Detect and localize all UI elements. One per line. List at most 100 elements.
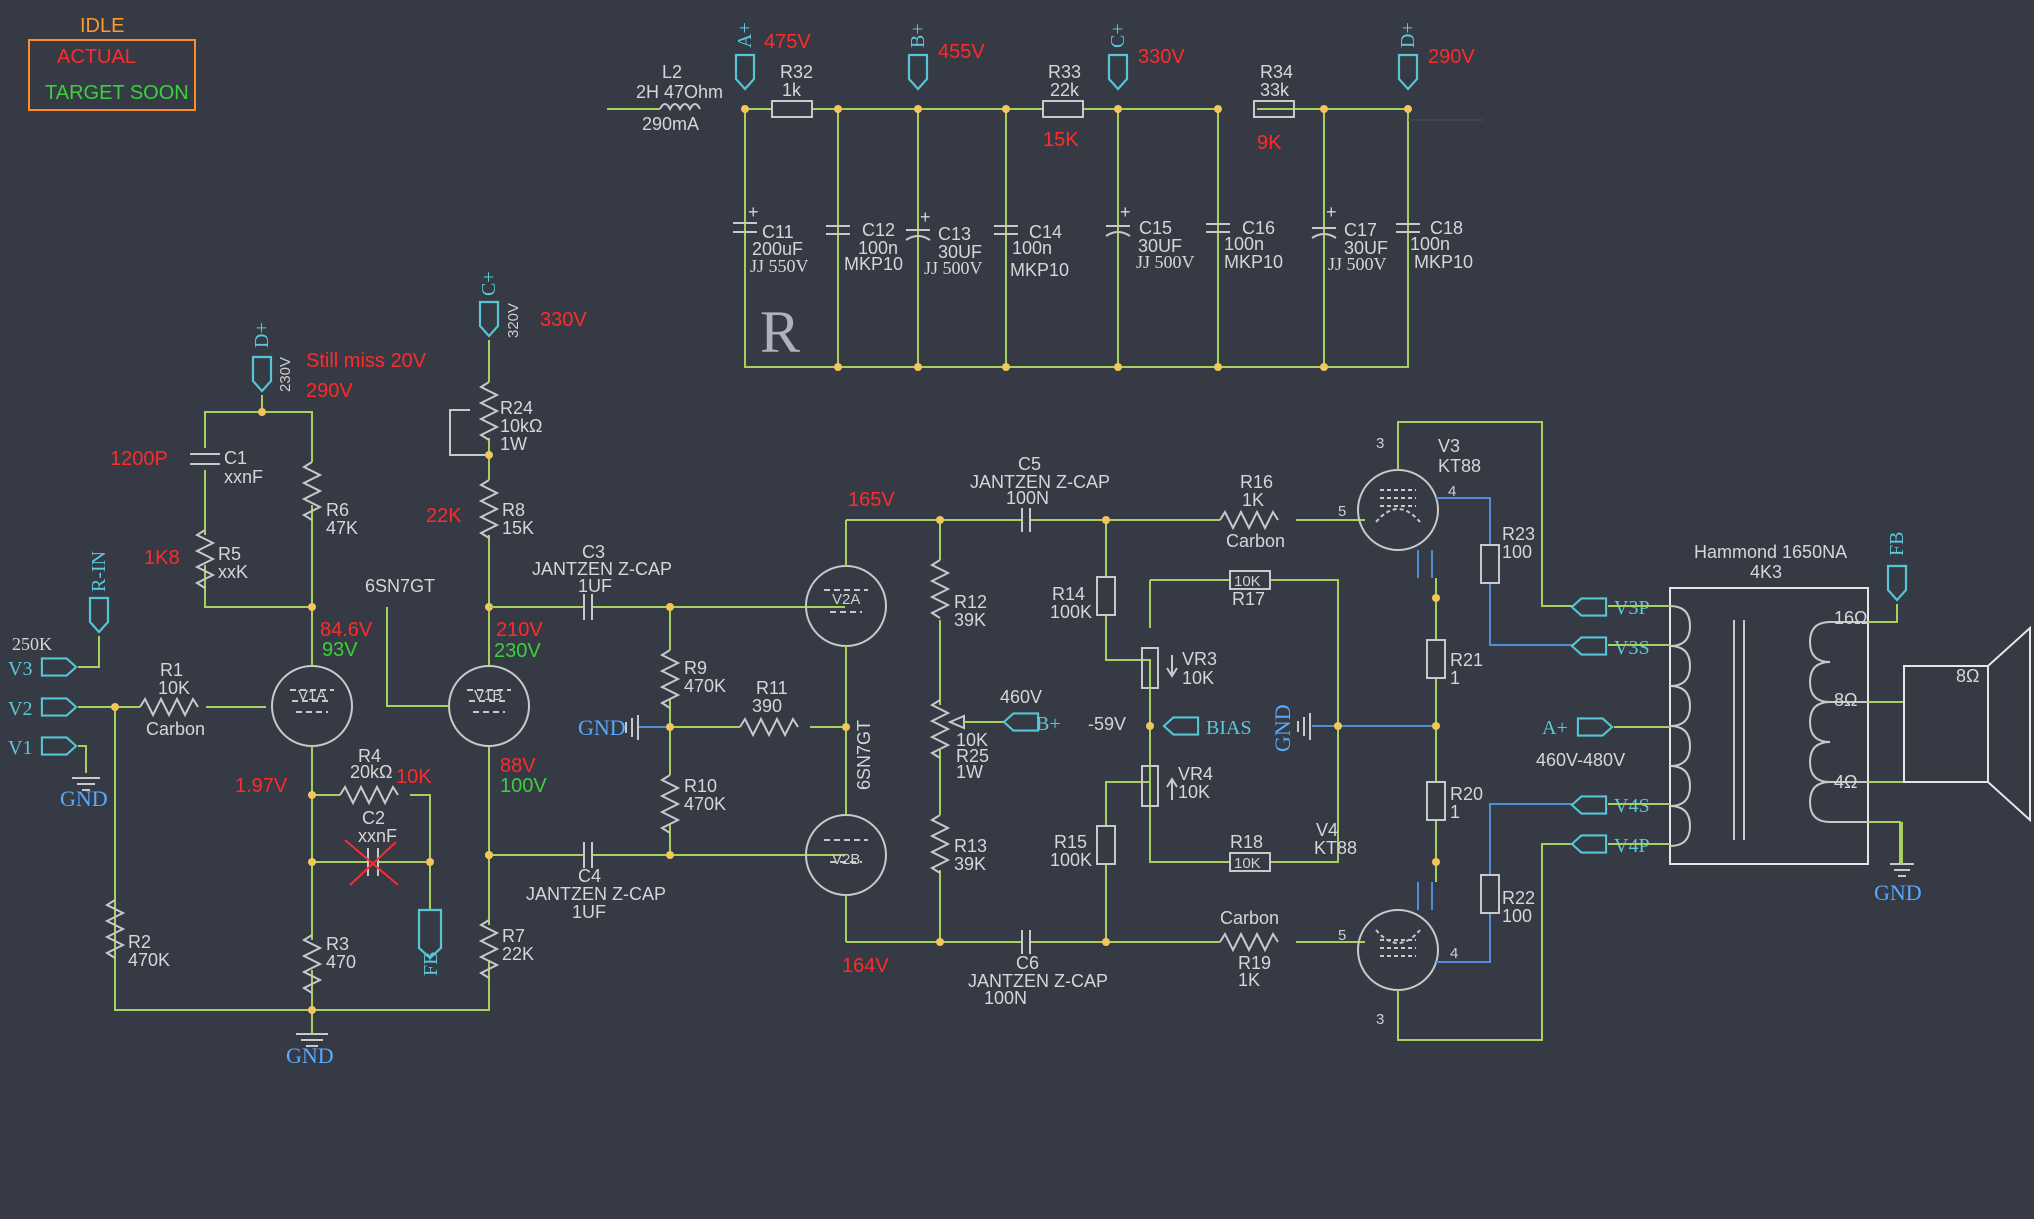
c4-ref: C4 [578,866,601,886]
r20-ref: R20 [1450,784,1483,804]
port-bias[interactable] [1162,716,1200,736]
c18-ref: C18 [1430,218,1463,238]
stage1-cplus-note: 330V [540,309,587,331]
c17-ref: C17 [1344,220,1377,240]
port-v2[interactable] [40,697,78,717]
resistor-r33 [1042,100,1084,118]
c5-value: 100N [1006,488,1049,508]
r16-value: 1K [1242,490,1264,510]
port-v3s[interactable] [1570,636,1608,656]
resistor-r21 [1426,639,1446,679]
r4-ref: R4 [358,746,381,766]
c4-value: 1UF [572,902,606,922]
r16-type: Carbon [1226,531,1285,551]
port-v1[interactable] [40,736,78,756]
r11-value: 390 [752,696,782,716]
port-a-plus-label: A+ [734,22,756,48]
c18-value: 100n [1410,234,1450,254]
stage1-dplus-note1: Still miss 20V [306,350,427,372]
port-fb-transformer[interactable] [1886,564,1908,602]
supply-capacitors: + C11 200uF JJ 550V C12 100n MKP10 + C13… [733,202,1473,280]
bias-label: BIAS [1206,717,1252,739]
v4-pin5: 5 [1338,927,1346,944]
svg-text:+: + [920,207,931,227]
r32-value: 1k [782,80,802,100]
port-v3[interactable] [40,657,78,677]
r1-ref: R1 [160,660,183,680]
r22-ref: R22 [1502,888,1535,908]
port-v4p[interactable] [1570,834,1608,854]
port-r-in-label: R-IN [88,551,110,592]
r8-value: 15K [502,518,534,538]
transformer-name: Hammond 1650NA [1694,542,1847,562]
resistor-r7 [478,919,500,979]
resistor-r5 [194,529,216,589]
port-r-in[interactable] [88,596,110,634]
stage2-bplus-volt: 460V [1000,687,1042,707]
c2-ref: C2 [362,808,385,828]
legend-target: TARGET SOON [45,82,189,104]
v1a-plate-target: 93V [322,639,358,661]
port-a-plus[interactable] [734,53,756,91]
port-v1-label: V1 [8,737,32,759]
c11-ref: C11 [762,222,794,242]
v3-pin3: 3 [1376,435,1384,452]
c13-value: 30UF [938,242,982,262]
r21-ref: R21 [1450,650,1483,670]
c3-type: JANTZEN Z-CAP [532,559,672,579]
port-d-plus-stage1[interactable] [251,355,273,393]
resistor-r10 [659,774,681,834]
r20-value: 1 [1450,802,1460,822]
capacitor-c6 [1021,930,1031,954]
v4-type: KT88 [1314,838,1357,858]
port-b-plus-stage2[interactable] [1002,712,1040,732]
gnd-icon [1890,863,1914,877]
port-v3-label: V3 [8,658,32,680]
r16-ref: R16 [1240,472,1273,492]
port-b-plus[interactable] [907,53,929,91]
potentiometer-r24 [478,381,500,441]
input-section: V3 V2 V1 250K R-IN R1 10K Carbon R2 470K… [8,551,490,1011]
resistor-r11 [739,716,799,738]
port-c-plus[interactable] [1107,53,1129,91]
port-v3p[interactable] [1570,597,1608,617]
bias-volt: -59V [1088,714,1126,734]
stage2-gnd-label: GND [578,715,626,740]
r4-value: 20kΩ [350,762,392,782]
legend-actual: ACTUAL [57,46,136,68]
port-d-plus-volt: 290V [1428,46,1475,68]
port-b-plus-volt: 455V [938,41,985,63]
c1-note: 1200P [110,448,168,470]
r8-note: 22K [426,505,462,527]
resistor-r2 [104,899,126,959]
tube-v4 [1357,909,1439,991]
r12-value: 39K [954,610,986,630]
resistor-r6 [301,461,323,521]
resistor-r13 [929,814,951,874]
r10-value: 470K [684,794,726,814]
port-c-plus-stage1[interactable] [478,300,500,338]
port-v4s[interactable] [1570,795,1608,815]
r34-value: 33k [1260,80,1290,100]
c6-ref: C6 [1016,953,1039,973]
r13-value: 39K [954,854,986,874]
c15-type: JJ 500V [1136,252,1195,272]
gnd-icon [625,715,639,740]
port-d-plus-label: D+ [1397,22,1419,48]
port-fb-stage1[interactable] [417,908,443,960]
port-c-plus-volt: 330V [1138,46,1185,68]
stage1-cplus-rating: 320V [505,303,522,338]
r4-note: 10K [396,766,432,788]
v4-pin4: 4 [1450,945,1458,962]
port-d-plus[interactable] [1397,53,1419,91]
resistor-r9 [659,649,681,709]
vr4-ref: VR4 [1178,764,1213,784]
v1a-plate-actual: 84.6V [320,619,373,641]
c16-value: 100n [1224,234,1264,254]
vol-250k: 250K [12,634,52,654]
c11-type: JJ 550V [750,256,809,276]
r14-ref: R14 [1052,584,1085,604]
port-a-plus-transformer[interactable] [1576,717,1614,737]
vr4-value: 10K [1178,782,1210,802]
